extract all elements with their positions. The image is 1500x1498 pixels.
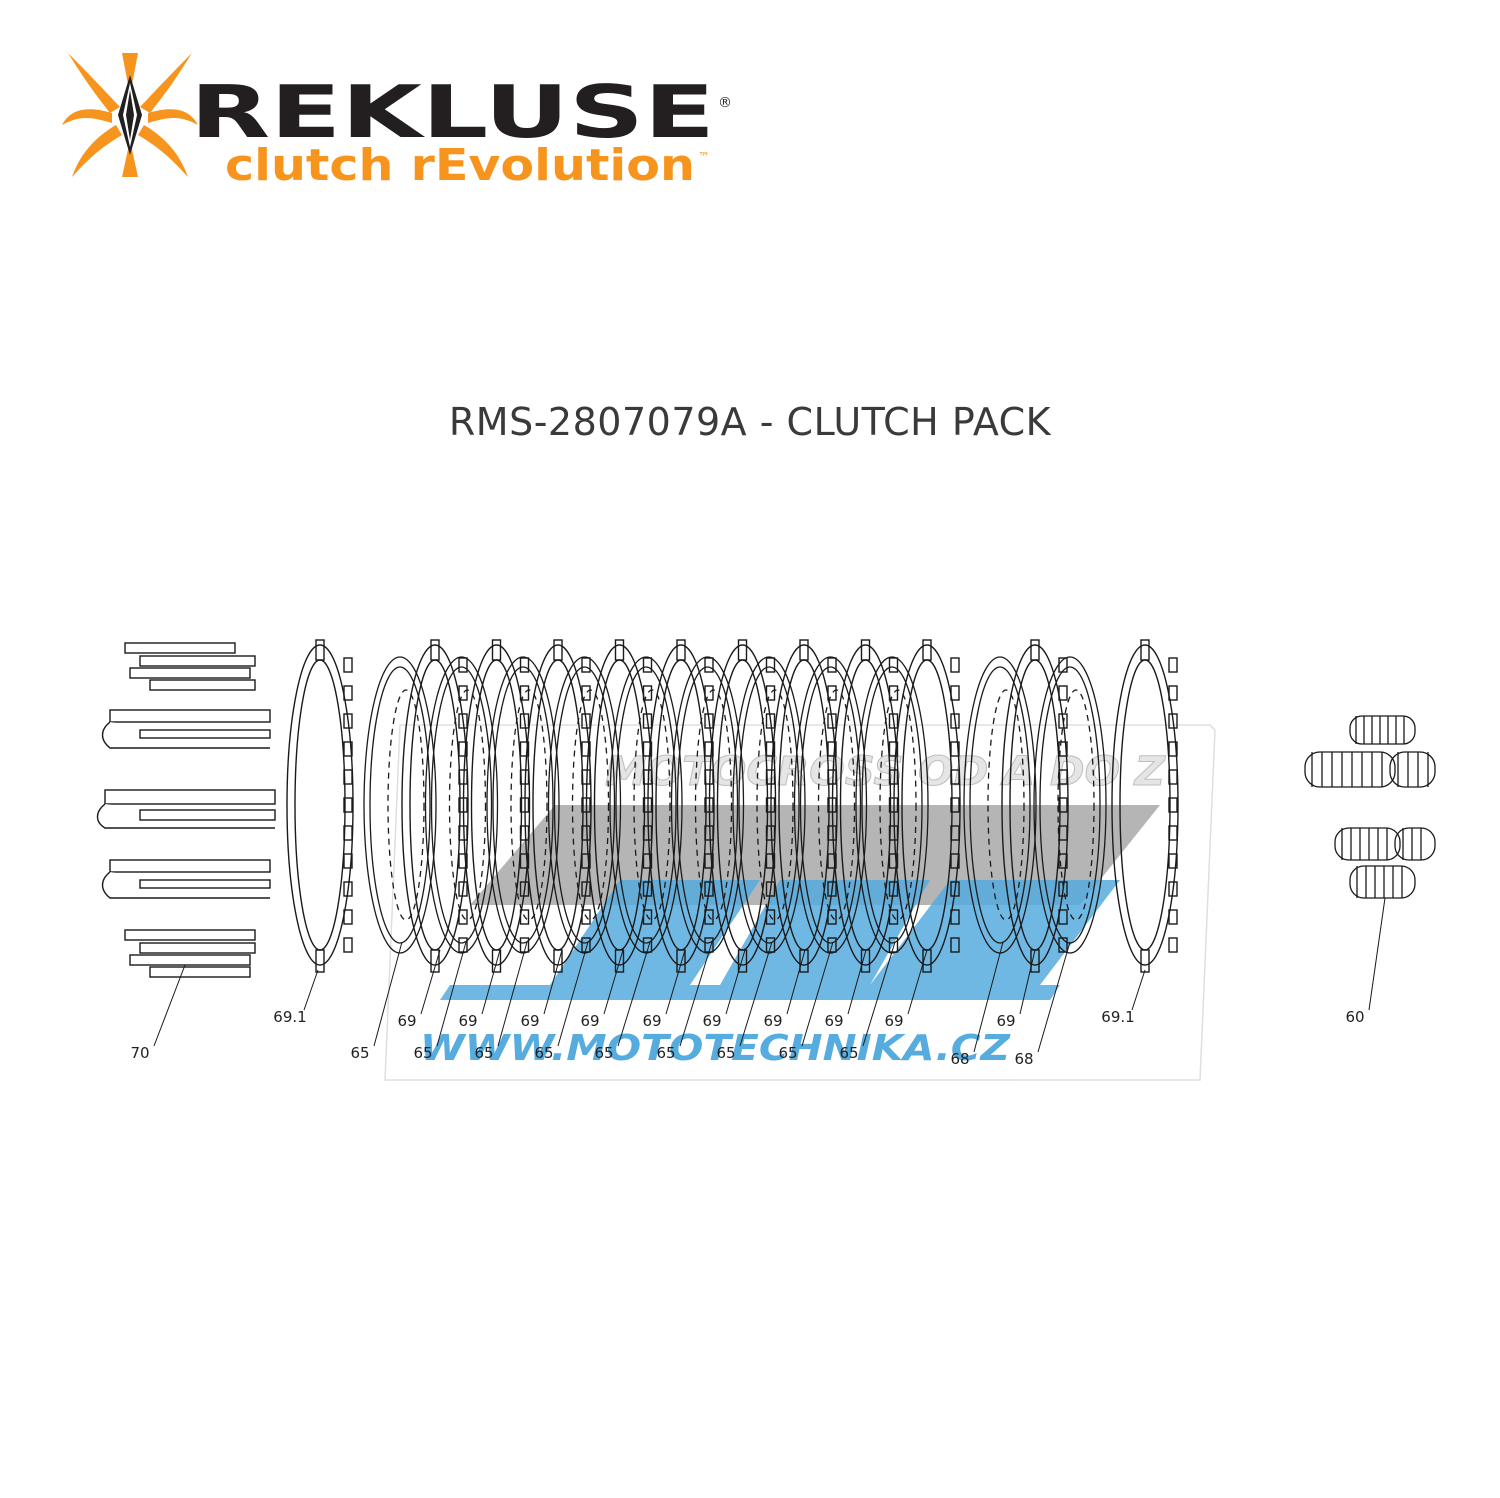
callout-leader-65: [557, 941, 589, 1047]
watermark-text-bottom: WWW.MOTOTECHNIKA.CZ: [420, 1028, 1011, 1069]
callout-label-65: 65: [716, 1044, 735, 1062]
callout-label-69.1: 69.1: [273, 1008, 306, 1026]
callout-label-69: 69: [458, 1012, 477, 1030]
callout-leader-69: [1019, 949, 1036, 1015]
part-60-springs: [1304, 715, 1436, 899]
friction-plate-65: [793, 656, 868, 954]
steel-plate-69: [401, 639, 469, 973]
brand-name: REKLUSE: [190, 70, 715, 154]
callout-label-69: 69: [520, 1012, 539, 1030]
trademark-mark: ™: [698, 150, 710, 164]
friction-plate-65: [670, 656, 745, 954]
callout-leader-69: [665, 949, 686, 1015]
callout-labels: 70 69.1 65 69 65 69 65 69 65 69 65 69 65 69 65 69 65 69 65…: [130, 1008, 1364, 1068]
watermark-text-top: MOTOCROSS OD A DO Z: [605, 749, 1166, 795]
brand-tagline: clutch rEvolution: [225, 140, 695, 191]
friction-plate-65: [609, 656, 683, 954]
callout-leader-65: [862, 941, 896, 1047]
part-70-guide-pins: [96, 642, 276, 978]
steel-plate-69-1-left: [286, 639, 354, 973]
callout-leader-69: [847, 949, 867, 1015]
callout-leader-69: [907, 949, 928, 1015]
callout-label-68: 68: [1014, 1050, 1033, 1068]
callout-leader-69: [543, 949, 563, 1015]
rekluse-logo: REKLUSE ® clutch rEvolution ™: [62, 53, 732, 191]
callout-label-65: 65: [778, 1044, 797, 1062]
callout-label-69: 69: [996, 1012, 1015, 1030]
callout-label-69: 69: [884, 1012, 903, 1030]
steel-plate-69: [893, 639, 961, 973]
callout-leader-69: [481, 949, 501, 1015]
mototechnika-watermark: MOTOCROSS OD A DO Z WWW.MOTOTECHNIKA.CZ: [384, 724, 1216, 1081]
friction-plate-65: [486, 656, 560, 954]
callout-label-69: 69: [642, 1012, 661, 1030]
callout-leader-69: [725, 949, 746, 1015]
callout-label-70: 70: [130, 1044, 149, 1062]
callout-label-65: 65: [839, 1044, 858, 1062]
callout-leader-60: [1368, 897, 1386, 1011]
callout-leader-65: [373, 941, 403, 1047]
callout-leaders: [153, 897, 1386, 1053]
callout-leader-68: [1037, 941, 1071, 1053]
callout-label-60: 60: [1345, 1008, 1364, 1026]
callout-leader-65: [617, 941, 651, 1047]
friction-plate-65: [424, 656, 499, 954]
callout-label-69: 69: [824, 1012, 843, 1030]
spider-logo-icon: [62, 53, 198, 177]
callout-label-65: 65: [534, 1044, 553, 1062]
diagram-title: RMS-2807079A - CLUTCH PACK: [448, 400, 1052, 444]
steel-plate-69-1-right: [1111, 639, 1179, 973]
clutch-plates: [286, 639, 1179, 973]
callout-label-69: 69: [702, 1012, 721, 1030]
callout-leader-69: [786, 949, 806, 1015]
callout-leader-65: [801, 941, 834, 1047]
callout-leader-69: [420, 949, 441, 1015]
callout-leader-69: [603, 949, 624, 1015]
callout-leader-70: [153, 964, 186, 1047]
steel-plate-69: [462, 639, 531, 973]
callout-leader-65: [436, 941, 467, 1047]
callout-leader-65: [497, 941, 528, 1047]
callout-leader-68: [973, 941, 1004, 1053]
friction-plate-65: [363, 656, 437, 954]
callout-leader-69.1: [1131, 969, 1146, 1011]
callout-leader-69.1: [303, 969, 319, 1011]
callout-label-65: 65: [594, 1044, 613, 1062]
callout-label-65: 65: [656, 1044, 675, 1062]
callout-label-69: 69: [763, 1012, 782, 1030]
callout-label-69: 69: [397, 1012, 416, 1030]
callout-label-69: 69: [580, 1012, 599, 1030]
callout-label-69.1: 69.1: [1101, 1008, 1134, 1026]
callout-leader-65: [739, 941, 773, 1047]
callout-label-65: 65: [350, 1044, 369, 1062]
callout-label-68: 68: [950, 1050, 969, 1068]
callout-label-65: 65: [474, 1044, 493, 1062]
callout-leader-65: [679, 941, 713, 1047]
registered-mark: ®: [718, 95, 732, 111]
callout-label-65: 65: [413, 1044, 432, 1062]
steel-plate-69: [770, 639, 838, 973]
